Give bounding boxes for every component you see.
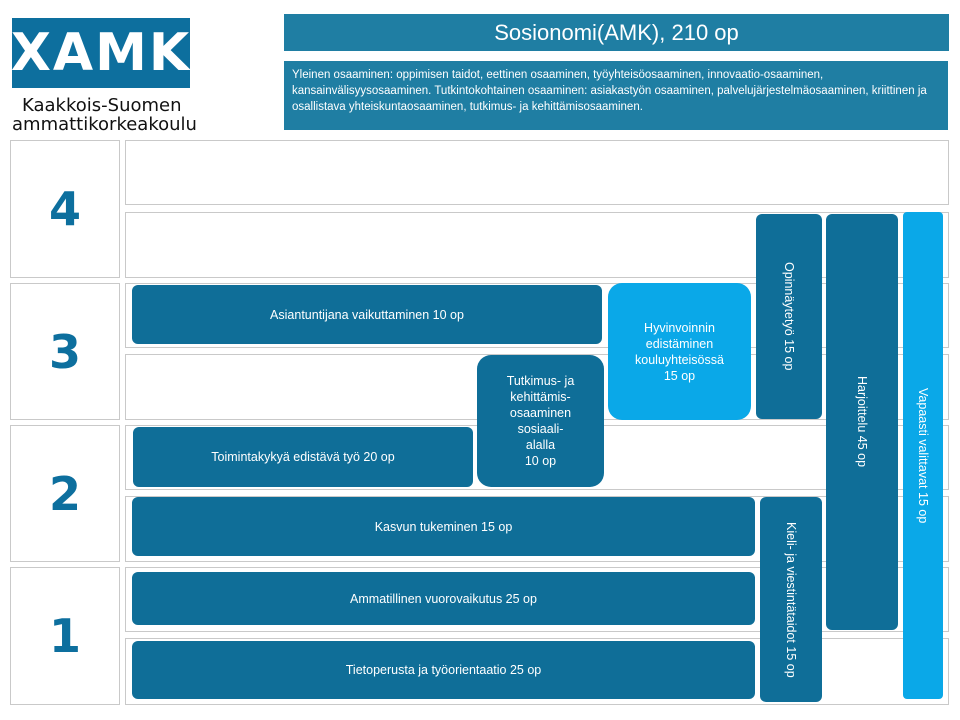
xamk-logo: XAMK	[10, 18, 192, 88]
semester-row-8	[125, 140, 949, 205]
course-vapaasti-valittavat: Vapaasti valittavat 15 op	[903, 212, 943, 699]
course-toimintakykya-edistava-tyo: Toimintakykyä edistävä työ 20 op	[133, 427, 473, 487]
course-ammatillinen-vuorovaikutus: Ammatillinen vuorovaikutus 25 op	[132, 572, 755, 625]
course-tutkimus-ja-kehittamisosaaminen: Tutkimus- ja kehittämis- osaaminen sosia…	[477, 355, 604, 487]
course-tietoperusta-ja-tyoorientaatio: Tietoperusta ja työorientaatio 25 op	[132, 641, 755, 699]
course-opinnaytetyo-label: Opinnäytetyö 15 op	[782, 262, 796, 371]
course-opinnaytetyo: Opinnäytetyö 15 op	[756, 214, 822, 419]
year-1: 1	[10, 567, 120, 705]
course-harjoittelu-label: Harjoittelu 45 op	[855, 376, 869, 468]
degree-title: Sosionomi(AMK), 210 op	[284, 14, 949, 51]
course-hyvinvoinnin-edistaminen: Hyvinvoinnin edistäminen kouluyhteisössä…	[608, 283, 751, 420]
logo-text-line1: Kaakkois-Suomen	[22, 95, 182, 116]
year-4: 4	[10, 140, 120, 278]
course-vapaasti-valittavat-label: Vapaasti valittavat 15 op	[916, 387, 930, 524]
course-kieli-ja-viestintataidot: Kieli- ja viestintätaidot 15 op	[760, 497, 822, 702]
year-3: 3	[10, 283, 120, 420]
course-asiantuntijana-vaikuttaminen: Asiantuntijana vaikuttaminen 10 op	[132, 285, 602, 344]
competence-description: Yleinen osaaminen: oppimisen taidot, eet…	[284, 61, 948, 130]
year-2: 2	[10, 425, 120, 562]
logo-text-line2: ammattikorkeakoulu	[12, 114, 197, 135]
course-kieli-ja-viestintataidot-label: Kieli- ja viestintätaidot 15 op	[784, 521, 798, 678]
logo-mark: XAMK	[10, 23, 192, 83]
course-kasvun-tukeminen: Kasvun tukeminen 15 op	[132, 497, 755, 556]
course-harjoittelu: Harjoittelu 45 op	[826, 214, 898, 630]
